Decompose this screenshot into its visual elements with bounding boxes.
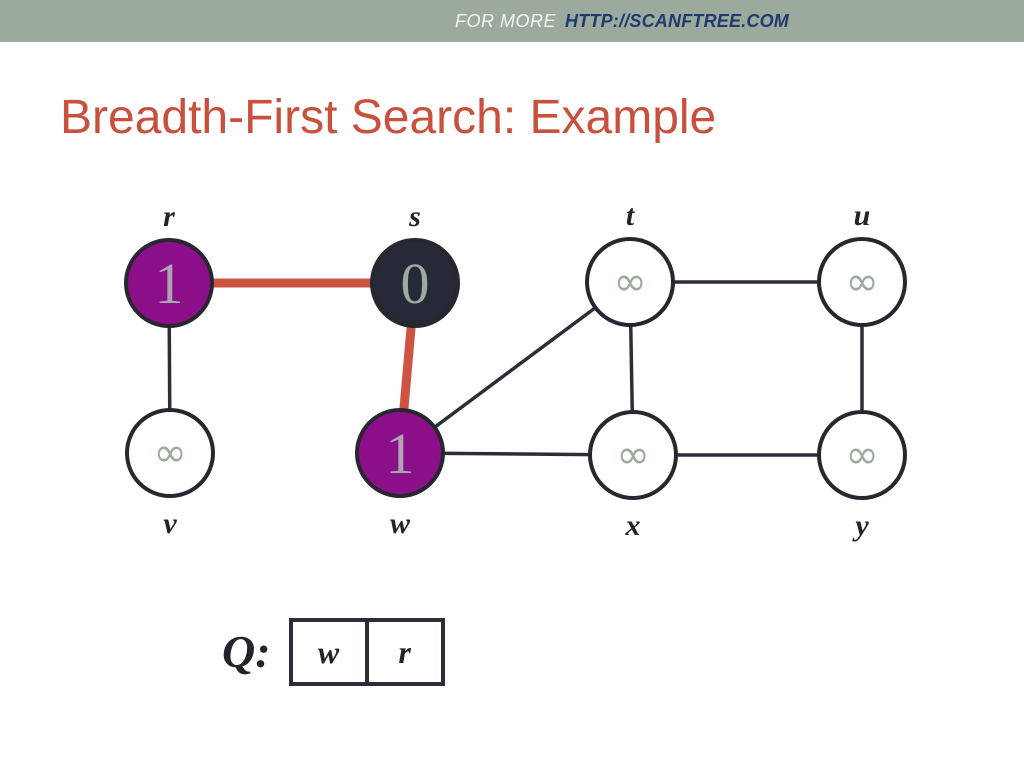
- header-for-more-label: FOR MORE: [455, 11, 556, 31]
- graph-node-s: [370, 238, 460, 328]
- graph-node-v: [125, 408, 215, 498]
- header-url-link[interactable]: HTTP://SCANFTREE.COM: [565, 11, 789, 31]
- graph-node-u: [817, 237, 907, 327]
- queue-label: Q:: [222, 626, 271, 677]
- graph-node-w: [355, 408, 445, 498]
- graph-node-value-t: ∞: [613, 259, 646, 305]
- graph-node-label-y: y: [852, 509, 869, 542]
- graph-node-value-w: 1: [386, 421, 415, 486]
- graph-node-value-r: 1: [155, 251, 184, 316]
- graph-node-x: [588, 410, 678, 500]
- queue-cell-1: r: [364, 618, 445, 686]
- graph-edge-w-t: [398, 280, 632, 455]
- graph-node-label-x: x: [625, 509, 641, 542]
- graph-node-label-u: u: [854, 199, 871, 232]
- graph-node-r: [124, 238, 214, 328]
- graph-node-value-u: ∞: [845, 259, 878, 305]
- graph-node-value-s: 0: [401, 251, 430, 316]
- graph-node-label-s: s: [408, 200, 421, 233]
- graph-node-label-t: t: [626, 199, 636, 232]
- graph-node-value-v: ∞: [153, 430, 186, 476]
- graph-node-value-x: ∞: [616, 432, 649, 478]
- header-bar: FOR MORE HTTP://SCANFTREE.COM: [0, 0, 1024, 42]
- graph-node-label-w: w: [390, 507, 411, 540]
- graph-node-label-v: v: [163, 507, 177, 540]
- graph-node-y: [817, 410, 907, 500]
- graph-node-t: [585, 237, 675, 327]
- queue-cell-0: w: [288, 618, 369, 686]
- graph-node-label-r: r: [163, 200, 175, 233]
- page-title: Breadth-First Search: Example: [60, 91, 717, 144]
- graph-node-value-y: ∞: [845, 432, 878, 478]
